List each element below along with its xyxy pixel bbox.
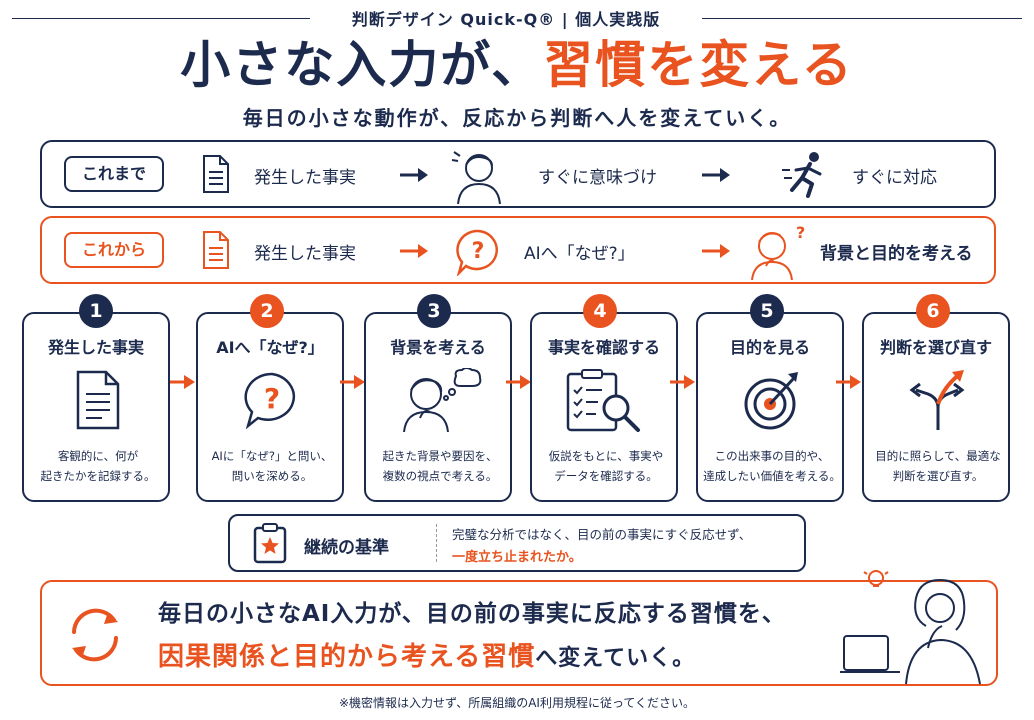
cycle-arrows-icon <box>72 608 118 662</box>
step-desc-line2: 複数の視点で考える。 <box>382 469 498 483</box>
arrow-right-icon <box>702 244 730 258</box>
step-description: 起きた背景や要因を、複数の視点で考える。 <box>370 446 510 486</box>
step-desc-line1: 仮説をもとに、事実や <box>548 449 664 463</box>
before-step1: 発生した事実 <box>254 168 356 188</box>
svg-text:?: ? <box>796 223 805 242</box>
arrow-right-icon <box>836 375 861 389</box>
step-desc-line1: 目的に照らして、最適な <box>875 449 1001 463</box>
svg-text:?: ? <box>264 382 280 415</box>
bottom-highlight: 因果関係と目的から考える習慣 <box>158 642 536 672</box>
after-row: これから 発生した事実 ? AIへ「なぜ?」 ? 背景と目的を考える <box>40 216 996 284</box>
step-card-6: 判断を選び直す 目的に照らして、最適な判断を選び直す。 <box>862 312 1010 502</box>
step-card-3: 背景を考える 起きた背景や要因を、複数の視点で考える。 <box>364 312 512 502</box>
thinking-person-icon: ? <box>751 223 805 281</box>
step-number-5: 5 <box>750 294 784 328</box>
arrow-right-icon <box>506 375 531 389</box>
document-icon <box>76 370 120 430</box>
step-desc-line1: 客観的に、何が <box>57 449 139 463</box>
criterion-box: 継続の基準 完璧な分析ではなく、目の前の事実にすぐ反応せず、 一度立ち止まれたか… <box>228 514 806 572</box>
after-tag: これから <box>64 232 164 268</box>
step-title: 目的を見る <box>729 338 810 357</box>
step-number-3: 3 <box>417 294 451 328</box>
step-card-2: AIへ「なぜ?」 ? AIに「なぜ?」と問い、問いを深める。 <box>196 312 344 502</box>
title-part1: 小さな入力が、 <box>180 36 544 94</box>
step-desc-line2: 達成したい価値を考える。 <box>703 469 841 483</box>
header-rule-right <box>702 18 1022 19</box>
after-step2: AIへ「なぜ?」 <box>524 244 635 264</box>
step-title: 事実を確認する <box>547 338 660 357</box>
footnote: ※機密情報は入力せず、所属組織のAI利用規程に従ってください。 <box>338 696 695 710</box>
step-title: 発生した事実 <box>47 338 144 357</box>
arrow-right-icon <box>400 244 428 258</box>
svg-text:?: ? <box>472 239 485 264</box>
bottom-message-box: 毎日の小さなAI入力が、目の前の事実に反応する習慣を、 因果関係と目的から考える… <box>40 570 998 686</box>
question-bubble-icon: ? <box>456 229 498 276</box>
before-step2: すぐに意味づけ <box>538 168 657 188</box>
step-desc-line2: 起きたかを記録する。 <box>40 469 156 483</box>
arrow-right-icon <box>170 375 195 389</box>
woman-at-laptop-icon <box>840 570 981 685</box>
title-part2: 習慣を変える <box>543 36 854 94</box>
step-title: 背景を考える <box>390 338 486 357</box>
step-description: AIに「なぜ?」と問い、問いを深める。 <box>202 446 342 486</box>
document-icon <box>203 155 229 193</box>
arrow-right-icon <box>670 375 695 389</box>
step-description: 客観的に、何が起きたかを記録する。 <box>28 446 168 486</box>
step-number-6: 6 <box>916 294 950 328</box>
before-step3: すぐに対応 <box>852 168 937 188</box>
question-bubble-icon: ? <box>244 372 296 430</box>
step-desc-line2: データを確認する。 <box>554 469 658 483</box>
step-title: AIへ「なぜ?」 <box>216 338 324 357</box>
document-icon <box>203 231 229 269</box>
step-description: 目的に照らして、最適な判断を選び直す。 <box>868 446 1008 486</box>
page-title: 小さな入力が、習慣を変える <box>0 32 1034 98</box>
bottom-message-line1: 毎日の小さなAI入力が、目の前の事実に反応する習慣を、 <box>158 601 786 627</box>
step-number-1: 1 <box>79 294 113 328</box>
step-description: 仮説をもとに、事実やデータを確認する。 <box>536 446 676 486</box>
page-subtitle: 毎日の小さな動作が、反応から判断へ人を変えていく。 <box>242 106 792 130</box>
arrow-right-icon <box>400 168 428 182</box>
bottom-message-line2: 因果関係と目的から考える習慣へ変えていく。 <box>158 636 695 673</box>
step-desc-line1: AIに「なぜ?」と問い、 <box>211 449 333 463</box>
after-step3: 背景と目的を考える <box>820 239 973 264</box>
step-card-4: 事実を確認する 仮説をもとに、事実やデータを確認する。 <box>530 312 678 502</box>
criterion-text-line2: 一度立ち止まれたか。 <box>452 550 582 565</box>
step-title: 判断を選び直す <box>879 338 992 357</box>
criterion-label: 継続の基準 <box>304 538 389 558</box>
branching-arrows-icon <box>909 370 965 430</box>
header-rule-left <box>12 18 310 19</box>
before-tag: これまで <box>64 156 164 192</box>
step-number-4: 4 <box>583 294 617 328</box>
before-row: これまで 発生した事実 すぐに意味づけ すぐに対応 <box>40 140 996 208</box>
criterion-divider <box>436 524 437 562</box>
target-icon <box>744 372 798 430</box>
confused-person-icon <box>451 151 501 205</box>
step-desc-line2: 問いを深める。 <box>231 469 313 483</box>
arrow-right-icon <box>340 375 365 389</box>
step-description: この出来事の目的や、達成したい価値を考える。 <box>702 446 842 486</box>
step-card-5: 目的を見る この出来事の目的や、達成したい価値を考える。 <box>696 312 844 502</box>
step-desc-line1: 起きた背景や要因を、 <box>382 449 498 463</box>
clipboard-star-icon <box>253 523 287 564</box>
after-step3-text: 背景と目的を考える <box>820 244 973 264</box>
bottom-tail: へ変えていく。 <box>535 646 696 671</box>
step-desc-line2: 判断を選び直す。 <box>892 469 984 483</box>
checklist-magnifier-icon <box>566 369 640 432</box>
arrow-right-icon <box>702 168 730 182</box>
step-desc-line1: この出来事の目的や、 <box>714 449 830 463</box>
criterion-text-line1: 完璧な分析ではなく、目の前の事実にすぐ反応せず、 <box>452 527 752 542</box>
step-number-2: 2 <box>250 294 284 328</box>
header-label: 判断デザイン Quick-Q® | 個人実践版 <box>351 10 661 29</box>
after-step1: 発生した事実 <box>254 244 356 264</box>
thinking-person-icon <box>403 368 482 432</box>
step-card-1: 発生した事実 客観的に、何が起きたかを記録する。 <box>22 312 170 502</box>
running-person-icon <box>782 152 822 198</box>
